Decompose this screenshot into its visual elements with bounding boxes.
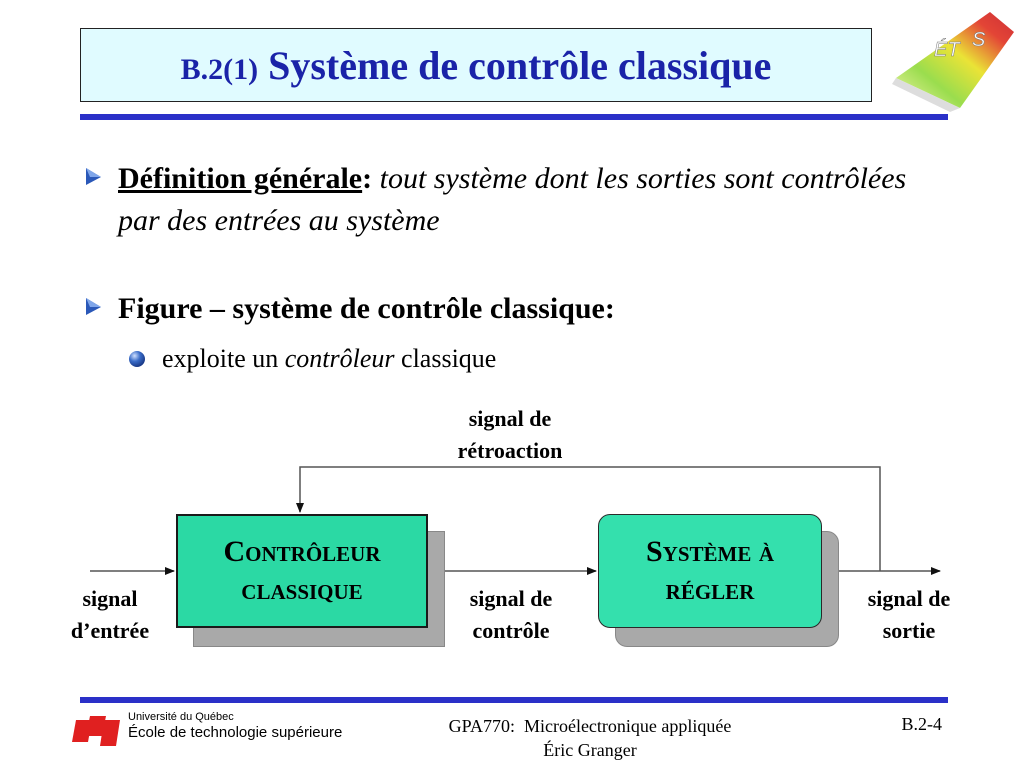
ball-bullet-icon: [129, 351, 145, 367]
sub-bullet-text: exploite un contrôleur classique: [162, 342, 496, 376]
controller-block: Contrôleur classique: [176, 514, 428, 628]
sub-bullet: exploite un contrôleur classique: [128, 342, 496, 376]
footer-school: École de technologie supérieure: [128, 724, 343, 741]
top-rule: [80, 114, 948, 120]
sub-before: exploite un: [162, 344, 279, 373]
footer-university: Université du Québec: [128, 711, 234, 723]
title-box: B.2(1) Système de contrôle classique: [80, 28, 872, 102]
svg-text:ÉT: ÉT: [934, 38, 961, 61]
system-block: Système à régler: [598, 514, 822, 628]
university-logo-icon: [72, 716, 120, 746]
bullet-text: Figure – système de contrôle classique:: [118, 288, 615, 330]
page-number: B.2-4: [901, 714, 943, 734]
sub-after: classique: [401, 344, 497, 373]
ets-logo-icon: ÉT S: [892, 12, 1014, 112]
definition-heading: Définition générale: [118, 162, 363, 195]
figure-heading: Figure – système de contrôle classique:: [118, 292, 615, 325]
bottom-rule: [80, 697, 948, 703]
bullet-text: Définition générale: tout système dont l…: [118, 158, 924, 242]
arrow-bullet-icon: [86, 168, 101, 185]
footer-course-title: GPA770: Microélectronique appliquée: [448, 716, 732, 736]
bullet-definition: Définition générale: tout système dont l…: [84, 158, 924, 242]
definition-body: tout système dont les sorties sont contr…: [118, 162, 907, 237]
definition-colon: :: [362, 162, 373, 195]
svg-text:S: S: [972, 29, 986, 51]
sub-emphasis: contrôleur: [284, 344, 395, 373]
title-main: Système de contrôle classique: [268, 42, 772, 88]
title-prefix: B.2(1): [180, 52, 259, 86]
bullet-figure: Figure – système de contrôle classique:: [84, 288, 924, 330]
page-title: B.2(1) Système de contrôle classique: [181, 42, 772, 89]
arrow-bullet-icon: [86, 298, 101, 315]
footer-course: GPA770: Microélectronique appliquée Éric…: [400, 714, 780, 762]
footer-author: Éric Granger: [543, 740, 637, 760]
